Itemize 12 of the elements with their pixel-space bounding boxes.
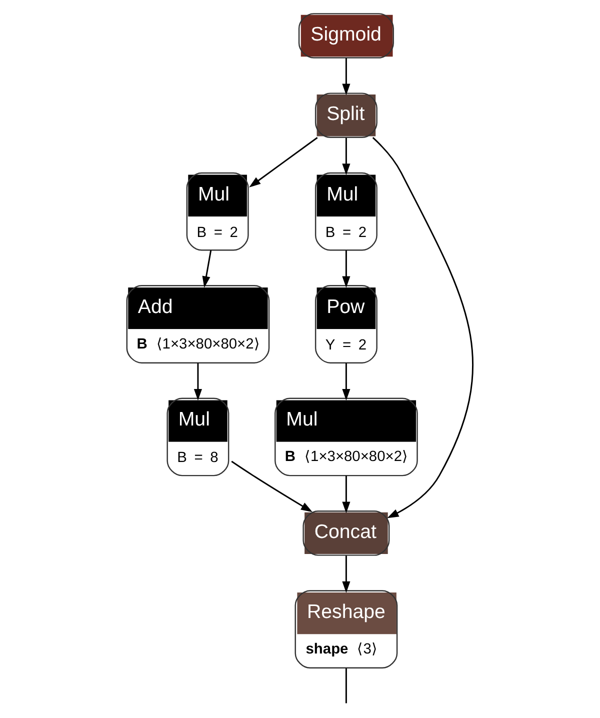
arrow: [194, 363, 202, 400]
arrow: [342, 58, 350, 96]
arrow: [342, 363, 350, 400]
arrow: [202, 250, 212, 288]
arrow: [342, 476, 350, 514]
arrow: [342, 250, 350, 288]
connector: [345, 668, 347, 704]
arrow: [249, 137, 318, 188]
arrow: [231, 460, 312, 512]
arrow: [342, 556, 350, 593]
arrow: [342, 138, 350, 176]
arrow: [372, 137, 474, 518]
